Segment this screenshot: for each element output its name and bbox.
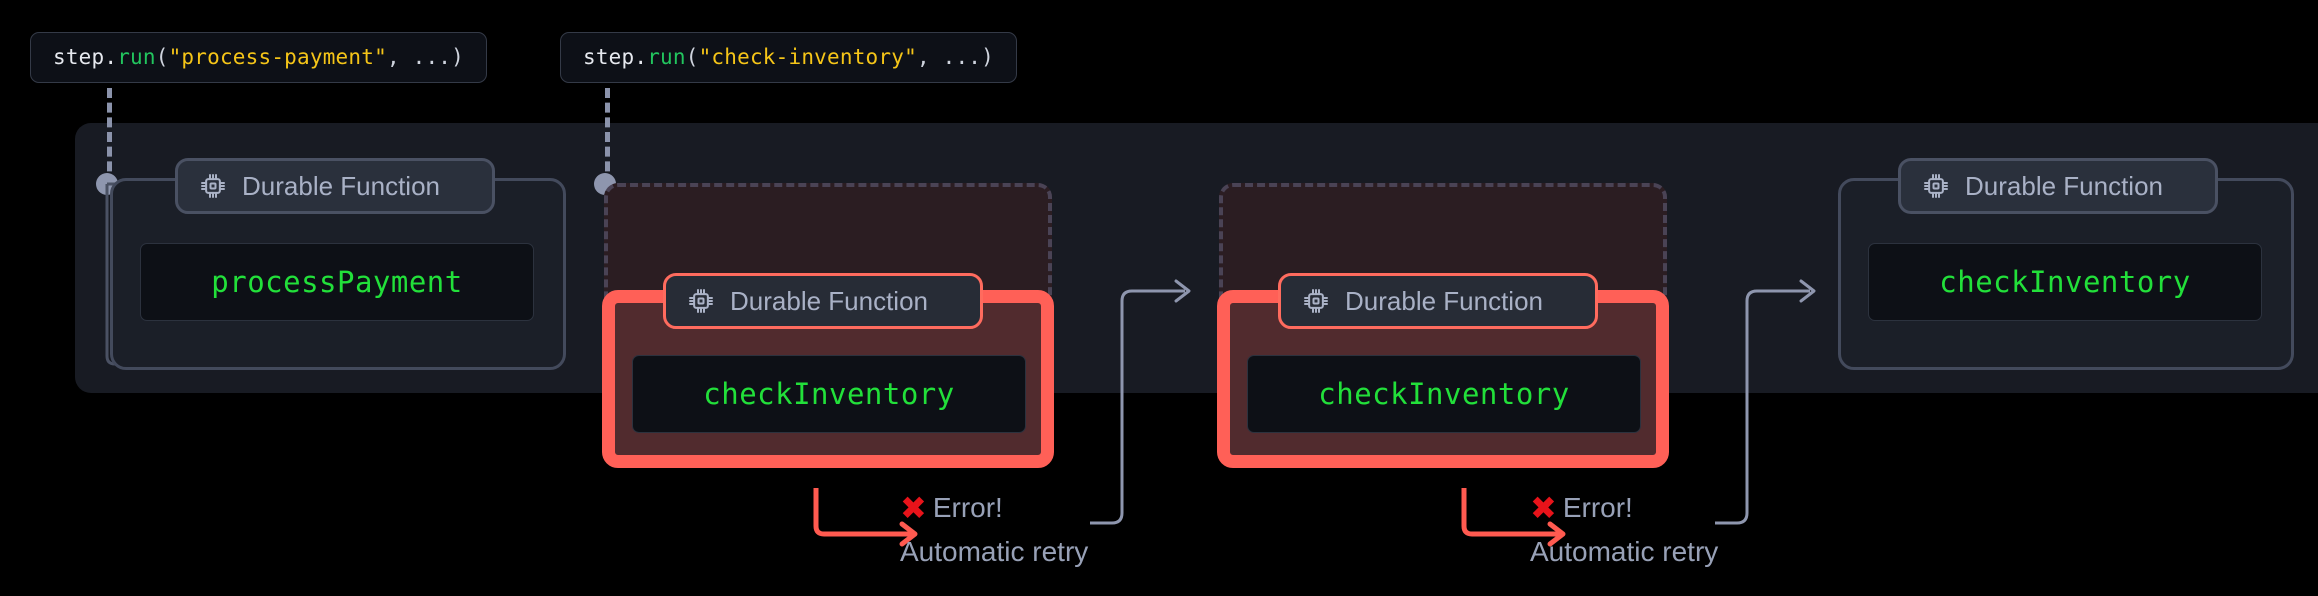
error-arrow-2 [1461, 488, 1566, 547]
durable-function-badge-label: Durable Function [242, 171, 440, 201]
code-token-string: "process-payment" [168, 45, 387, 69]
error-x-icon: ✖ [900, 489, 927, 527]
leader-line-check-inventory [605, 88, 610, 186]
durable-function-badge-1[interactable]: Durable Function [175, 158, 495, 214]
error-title: Error! [1562, 492, 1633, 523]
code-token-function: run [647, 45, 686, 69]
code-token-open-paren: ( [685, 45, 699, 69]
function-name-box-4: checkInventory [1868, 243, 2262, 321]
code-token-open-paren: ( [155, 45, 169, 69]
cpu-chip-icon [1304, 289, 1328, 313]
code-token-string: "check-inventory" [698, 45, 917, 69]
durable-function-badge-label: Durable Function [1965, 171, 2163, 201]
error-subtitle: Automatic retry [1530, 536, 1719, 567]
code-token-plain: step. [53, 45, 118, 69]
code-token-function: run [117, 45, 156, 69]
error-caption-title-row: ✖ Error! [900, 492, 1088, 524]
cpu-chip-icon [201, 174, 225, 198]
function-name-box-2: checkInventory [632, 355, 1026, 433]
leader-line-process-payment [107, 88, 112, 186]
durable-function-badge-3[interactable]: Durable Function [1278, 273, 1598, 329]
retry-arrow-1 [1090, 279, 1191, 525]
retry-arrow-2 [1715, 279, 1816, 525]
error-caption-2: ✖ Error! Automatic retry [1530, 492, 1718, 566]
cpu-chip-icon [689, 289, 713, 313]
code-token-tail: , ...) [386, 45, 464, 69]
cpu-chip-icon [1924, 174, 1948, 198]
error-caption-1: ✖ Error! Automatic retry [900, 492, 1088, 566]
error-title: Error! [932, 492, 1003, 523]
function-name-box-3: checkInventory [1247, 355, 1641, 433]
function-name-2: checkInventory [703, 376, 955, 411]
code-label-process-payment[interactable]: step.run("process-payment", ...) [30, 32, 487, 83]
durable-function-badge-2[interactable]: Durable Function [663, 273, 983, 329]
code-label-check-inventory[interactable]: step.run("check-inventory", ...) [560, 32, 1017, 83]
group-2-inner-connector [598, 178, 638, 218]
durable-function-badge-label: Durable Function [730, 286, 928, 316]
error-x-icon: ✖ [1530, 489, 1557, 527]
error-subtitle: Automatic retry [900, 536, 1089, 567]
function-name-3: checkInventory [1318, 376, 1570, 411]
function-name-4: checkInventory [1939, 264, 2191, 299]
error-arrow-1 [813, 488, 918, 547]
error-caption-title-row: ✖ Error! [1530, 492, 1718, 524]
code-token-tail: , ...) [916, 45, 994, 69]
code-token-plain: step. [583, 45, 648, 69]
durable-function-badge-4[interactable]: Durable Function [1898, 158, 2218, 214]
function-name-1: processPayment [211, 264, 463, 299]
durable-function-badge-label: Durable Function [1345, 286, 1543, 316]
function-name-box-1: processPayment [140, 243, 534, 321]
